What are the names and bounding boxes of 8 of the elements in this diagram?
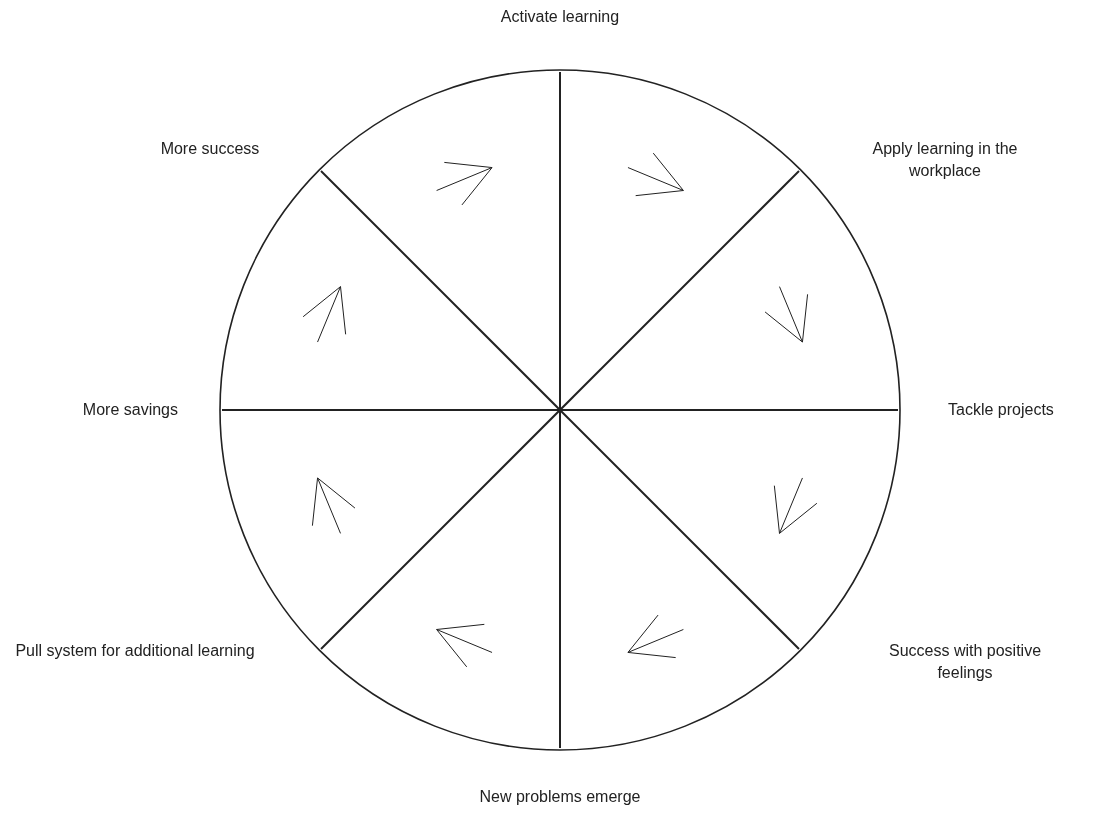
stage-label: More savings xyxy=(81,400,178,420)
stage-label: New problems emerge xyxy=(478,787,642,807)
stage-label: Apply learning in the workplace xyxy=(871,139,1019,181)
stage-label: More success xyxy=(159,139,261,159)
stage-label: Success with positive feelings xyxy=(887,641,1043,683)
stage-label: Tackle projects xyxy=(948,400,1055,420)
stage-label: Pull system for additional learning xyxy=(14,641,256,661)
stage-label: Activate learning xyxy=(499,7,621,27)
